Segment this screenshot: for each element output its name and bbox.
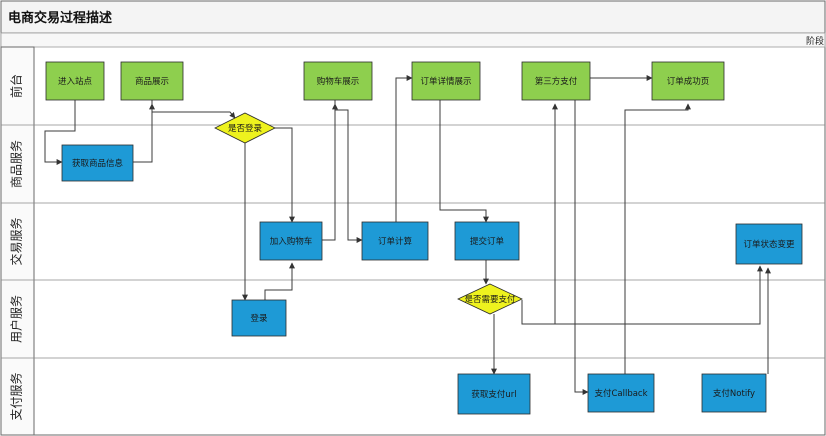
node-label-get-product-info: 获取商品信息	[72, 158, 124, 169]
lane-label-payment: 支付服务	[9, 372, 24, 420]
node-cart-display: 购物车展示	[303, 61, 373, 101]
node-shape-product-display	[120, 61, 184, 101]
node-label-cart-display: 购物车展示	[317, 76, 360, 87]
node-label-add-to-cart: 加入购物车	[270, 236, 313, 247]
diagram-title: 电商交易过程描述	[8, 10, 112, 26]
node-label-order-calc: 订单计算	[378, 236, 413, 247]
lane-label-frontend: 前台	[9, 74, 24, 98]
node-shape-get-product-info	[61, 144, 134, 182]
node-label-order-success-page: 订单成功页	[667, 76, 710, 87]
connector-check-to-cart	[274, 127, 295, 223]
connector-detail-to-submit	[439, 100, 489, 223]
node-order-success-page: 订单成功页	[651, 61, 725, 101]
node-shape-login	[231, 299, 287, 337]
node-label-need-payment: 是否需要支付	[464, 294, 516, 305]
node-label-login: 登录	[250, 313, 268, 324]
node-get-product-info: 获取商品信息	[61, 144, 134, 182]
connector-cart-to-cartdisplay	[322, 103, 338, 241]
node-shape-need-payment	[457, 283, 523, 315]
node-shape-cart-display	[303, 61, 373, 101]
lane-label-column	[0, 46, 35, 436]
node-pay-notify: 支付Notify	[701, 373, 767, 413]
node-shape-pay-notify	[701, 373, 767, 413]
node-shape-order-detail-display	[411, 61, 481, 101]
connector-display-to-login-check	[151, 100, 236, 119]
node-add-to-cart: 加入购物车	[259, 221, 323, 261]
connector-productinfo-to-display	[133, 103, 155, 163]
lane-label-trade: 交易服务	[9, 217, 24, 265]
lane-separators	[1, 124, 825, 359]
lane-label-product: 商品服务	[9, 140, 24, 188]
connector-needpay-to-statuschange	[540, 265, 763, 325]
connector-needpay-to-thirdparty	[521, 103, 558, 325]
node-order-detail-display: 订单详情展示	[411, 61, 481, 101]
connector-callback-to-success	[624, 103, 691, 374]
node-shape-order-status-change	[735, 223, 803, 265]
connector-calc-to-detail	[395, 75, 413, 222]
title-bar	[0, 0, 826, 34]
node-shape-enter-site	[45, 61, 105, 101]
node-shape-order-success-page	[651, 61, 725, 101]
node-label-is-logged-in: 是否登录	[228, 123, 263, 134]
node-label-order-status-change: 订单状态变更	[743, 239, 795, 250]
node-order-status-change: 订单状态变更	[735, 223, 803, 265]
node-product-display: 商品展示	[120, 61, 184, 101]
node-pay-callback: 支付Callback	[587, 373, 655, 413]
node-shape-get-pay-url	[457, 373, 531, 415]
node-order-calc: 订单计算	[361, 221, 429, 261]
phase-label: 阶段	[806, 35, 824, 47]
node-shape-order-calc	[361, 221, 429, 261]
connector-thirdparty-to-callback	[574, 100, 589, 395]
node-label-submit-order: 提交订单	[470, 236, 505, 247]
node-shape-pay-callback	[587, 373, 655, 413]
node-shape-third-party-pay	[521, 61, 591, 101]
node-label-get-pay-url: 获取支付url	[471, 389, 516, 400]
lane-label-user: 用户服务	[9, 295, 24, 343]
node-submit-order: 提交订单	[454, 221, 520, 261]
node-shape-add-to-cart	[259, 221, 323, 261]
node-label-order-detail-display: 订单详情展示	[420, 76, 471, 87]
node-enter-site: 进入站点	[45, 61, 105, 101]
node-shape-submit-order	[454, 221, 520, 261]
node-label-product-display: 商品展示	[135, 76, 169, 87]
node-login: 登录	[231, 299, 287, 337]
node-label-third-party-pay: 第三方支付	[535, 76, 578, 87]
connector-cartdisplay-to-calc	[334, 100, 363, 243]
node-get-pay-url: 获取支付url	[457, 373, 531, 415]
node-need-payment: 是否需要支付	[457, 283, 523, 315]
node-label-pay-callback: 支付Callback	[594, 388, 647, 399]
connector-enter-to-productinfo	[44, 100, 76, 165]
connector-login-to-cart	[264, 262, 295, 300]
node-third-party-pay: 第三方支付	[521, 61, 591, 101]
node-is-logged-in: 是否登录	[214, 112, 276, 144]
node-shape-is-logged-in	[214, 112, 276, 144]
phase-row	[0, 32, 826, 48]
connectors	[44, 75, 771, 395]
node-label-pay-notify: 支付Notify	[713, 388, 755, 399]
node-label-enter-site: 进入站点	[58, 76, 93, 87]
